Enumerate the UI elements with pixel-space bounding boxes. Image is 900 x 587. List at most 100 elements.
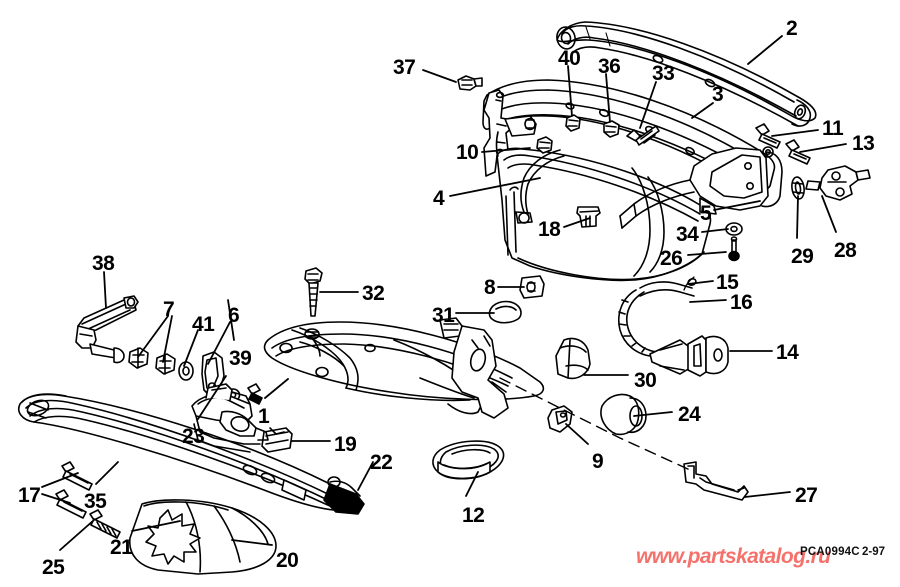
part-carrier-bracket-center [191,383,269,453]
leader-line-33 [639,81,657,129]
callout-18: 18 [538,218,561,241]
callout-30: 30 [634,369,657,392]
leader-line-35 [95,461,119,485]
callout-2: 2 [786,17,798,40]
callout-7: 7 [163,298,175,321]
part-retainer-hook [683,461,749,501]
leader-line-36 [605,73,611,123]
leader-line-4 [449,177,541,197]
callout-12: 12 [462,504,485,527]
leader-line-13 [799,143,847,153]
part-lower-bumper-beam [18,393,357,512]
leader-line-38 [103,271,107,309]
part-upper-cover-panel [495,131,712,282]
callout-39: 39 [229,347,252,370]
part-bracket-assembly [619,146,783,229]
part-upper-reinforcement-bar [556,21,817,127]
part-wiring-harness [618,276,729,377]
leader-line-18 [563,217,591,228]
leader-line-16 [689,299,727,303]
callout-6: 6 [228,304,240,327]
part-pin-26 [728,236,740,262]
callout-5: 5 [700,202,712,225]
leader-line-39 [227,299,235,341]
leader-line-21 [131,520,181,532]
leader-line-34 [701,228,729,233]
callout-36: 36 [598,55,621,78]
part-main-upper-frame [263,317,545,419]
callout-24: 24 [678,403,701,426]
callout-8: 8 [484,276,496,299]
leader-line-23 [197,375,227,420]
leader-line-20 [231,539,273,546]
leader-line-6 [207,321,231,365]
callout-16: 16 [730,291,753,314]
leader-line-28 [821,195,837,233]
callout-3: 3 [712,83,724,106]
part-screw-25 [89,509,121,539]
part-grommet-24 [600,393,647,436]
callout-13: 13 [852,132,875,155]
leader-line-27 [744,491,791,498]
part-clip-19 [261,427,293,453]
callout-31: 31 [432,304,455,327]
leader-line-3 [691,102,714,119]
callout-19: 19 [334,433,357,456]
callout-23: 23 [182,425,205,448]
part-screw-13 [785,139,811,165]
revision-date: 2-97 [862,546,886,558]
part-plug-31 [488,300,522,324]
leader-line-7 [162,315,173,363]
callout-34: 34 [676,223,699,246]
callout-40: 40 [558,47,581,70]
leader-line-10 [481,147,531,153]
drawing-code: PCA0994C [800,546,860,558]
part-latch-catch [576,206,601,228]
leader-line-9 [565,423,589,445]
callout-10: 10 [456,141,479,164]
callout-26: 26 [660,247,683,270]
callout-17: 17 [18,484,41,507]
callout-21: 21 [110,536,133,559]
leader-line-2 [747,35,783,65]
leader-line-11 [771,129,819,137]
leader-line-29 [796,195,799,239]
callout-41: 41 [192,313,215,336]
leader-line-37 [422,69,457,83]
callout-27: 27 [795,484,818,507]
part-nut-10 [536,136,553,154]
callout-1: 1 [258,405,270,428]
callout-14: 14 [776,341,799,364]
part-screw-23 [247,383,263,405]
leader-line-1 [264,378,289,399]
callout-20: 20 [276,549,299,572]
part-screw-11 [755,123,781,149]
part-screw-33 [626,125,660,146]
part-clip-nut-8 [519,275,545,299]
part-support-rod [75,295,139,364]
leader-line-40 [567,65,573,117]
callout-32: 32 [362,282,385,305]
part-grommet-9 [547,405,573,433]
callout-35: 35 [84,490,107,513]
part-nut-7a [128,347,149,369]
part-bolt-32 [304,267,323,317]
callout-38: 38 [92,252,115,275]
part-grommet-30 [555,337,591,380]
part-nut-37 [457,75,483,91]
leader-line-41 [183,329,199,367]
part-washer-29 [791,176,805,200]
part-decal-star [145,509,201,565]
leader-line-15 [687,280,714,285]
leader-line-7 [137,315,169,358]
callout-4: 4 [433,187,445,210]
leader-line-5 [713,200,761,211]
part-nut-40 [565,114,581,132]
part-screw-17b [55,489,87,519]
callout-33: 33 [652,62,675,85]
leader-line-26 [687,251,727,256]
callout-15: 15 [716,271,739,294]
leader-line-22 [357,461,374,491]
